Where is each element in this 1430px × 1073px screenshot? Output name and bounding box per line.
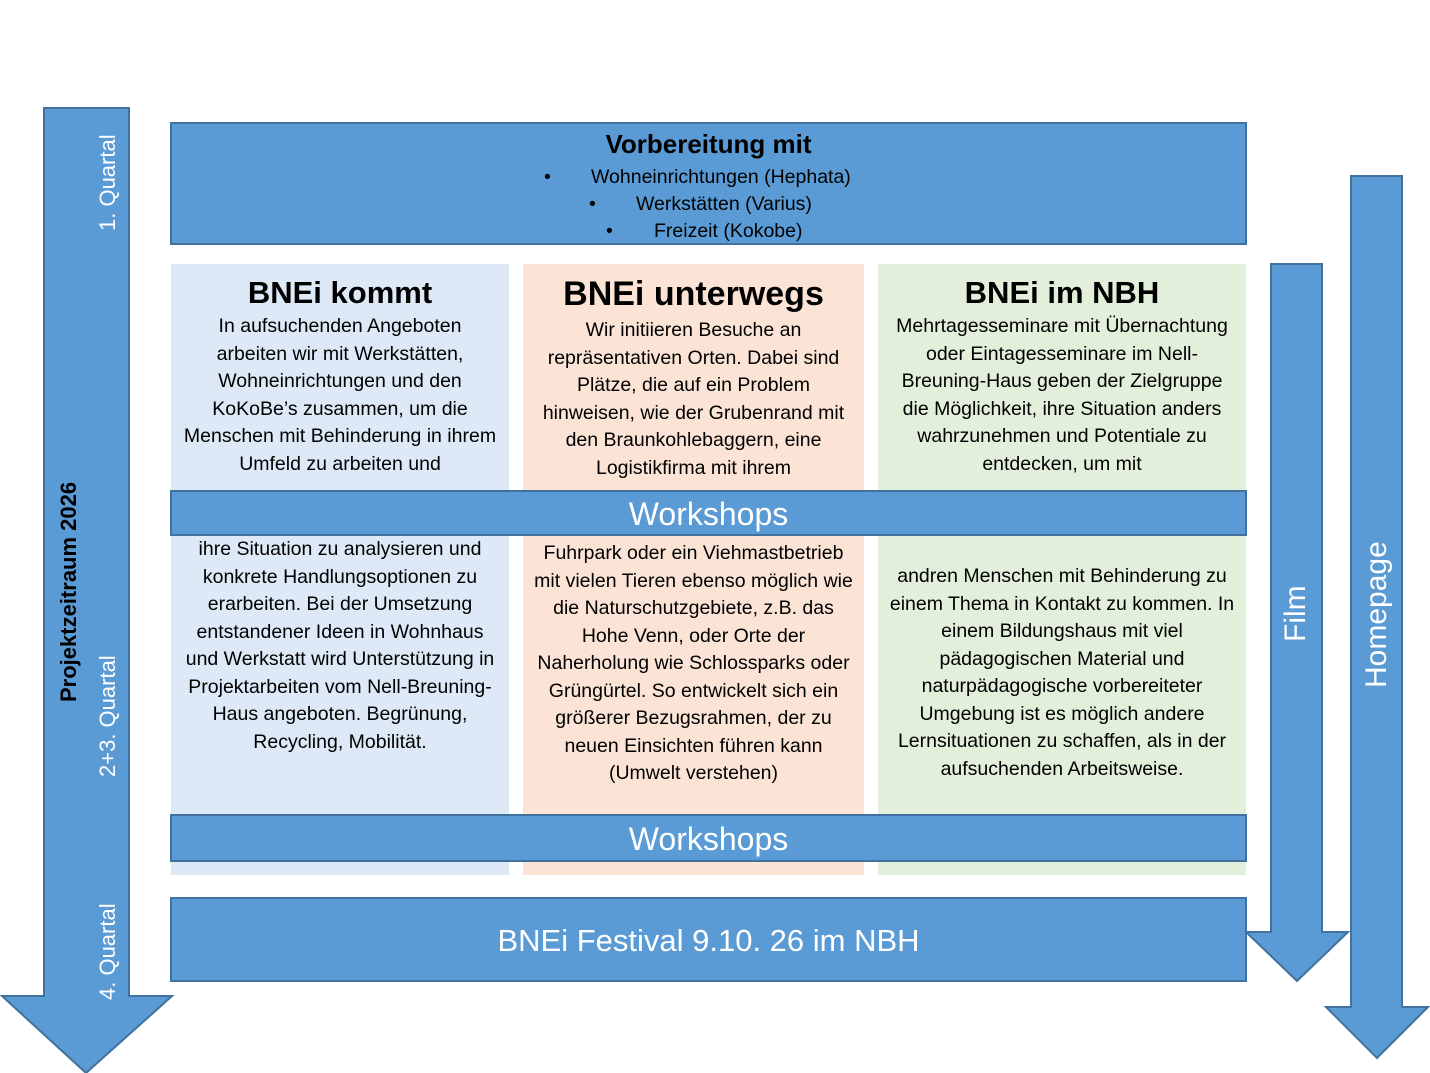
film-label: Film: [1279, 585, 1312, 642]
workshops-band-1: Workshops: [170, 490, 1247, 536]
column-kommt-top: BNEi kommt In aufsuchenden Angeboten arb…: [182, 276, 498, 484]
panel-bnei-im-nbh: [878, 264, 1246, 875]
festival-label: BNEi Festival 9.10. 26 im NBH: [497, 923, 920, 958]
column-nbh-bottom: andren Menschen mit Behinderung zu einem…: [888, 563, 1236, 815]
timeline-title: Projektzeitraum 2026: [56, 481, 81, 702]
column-title: BNEi unterwegs: [563, 276, 824, 313]
festival-box: BNEi Festival 9.10. 26 im NBH: [170, 897, 1247, 982]
timeline-q4: 4. Quartal: [95, 903, 120, 1000]
bullet-icon: •: [606, 220, 613, 242]
timeline-arrow: [0, 107, 175, 1073]
column-text-top: In aufsuchenden Angeboten arbeiten wir m…: [183, 315, 497, 475]
bullet-icon: •: [544, 166, 551, 188]
panel-bnei-unterwegs: [523, 264, 864, 875]
column-unterwegs-top: BNEi unterwegs Wir initiieren Besuche an…: [533, 276, 854, 486]
column-title: BNEi kommt: [247, 276, 433, 310]
column-text-bottom: andren Menschen mit Behinderung zu einem…: [889, 565, 1235, 780]
column-text-top: Mehrtagesseminare mit Übernachtung oder …: [896, 315, 1228, 475]
workshops-label: Workshops: [628, 821, 789, 857]
column-nbh-top: BNEi im NBH Mehrtagesseminare mit Überna…: [888, 276, 1236, 490]
timeline-q1: 1. Quartal: [95, 134, 120, 231]
column-kommt-bottom: ihre Situation zu analysieren und konkre…: [182, 536, 498, 814]
preparation-title: Vorbereitung mit: [605, 129, 812, 159]
column-unterwegs-bottom: Fuhrpark oder ein Viehmastbetrieb mit vi…: [533, 540, 854, 815]
film-arrow: [1243, 263, 1351, 983]
workshops-band-2: Workshops: [170, 814, 1247, 862]
preparation-box: Vorbereitung mit • Wohneinrichtungen (He…: [170, 122, 1247, 245]
column-title: BNEi im NBH: [964, 276, 1160, 310]
column-text-top: Wir initiieren Besuche an repräsentative…: [542, 319, 845, 479]
timeline-q23: 2+3. Quartal: [95, 655, 120, 777]
workshops-label: Workshops: [628, 496, 789, 532]
bullet-icon: •: [589, 193, 596, 215]
homepage-arrow: [1323, 175, 1430, 1060]
column-text-bottom: ihre Situation zu analysieren und konkre…: [185, 538, 495, 753]
panel-bnei-kommt: [171, 264, 509, 875]
homepage-label: Homepage: [1360, 541, 1393, 688]
column-text-bottom: Fuhrpark oder ein Viehmastbetrieb mit vi…: [534, 542, 853, 784]
